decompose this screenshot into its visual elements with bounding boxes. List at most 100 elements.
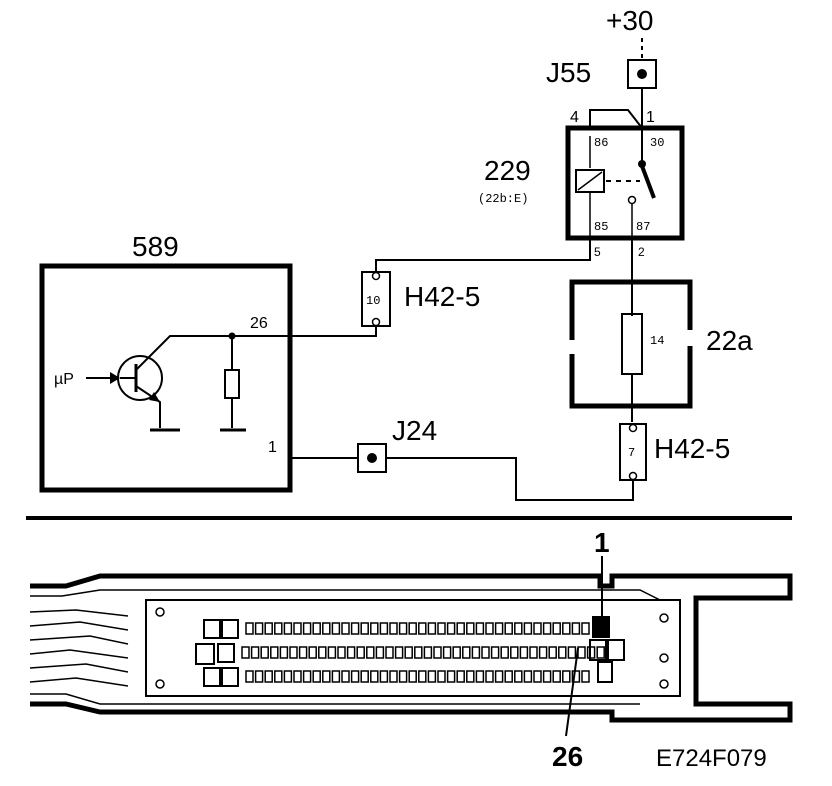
connector-pin-small — [462, 646, 471, 659]
connector-pin-small — [308, 646, 317, 659]
connector-pin-small — [260, 646, 269, 659]
connector-pin-small — [567, 646, 577, 659]
connector-pin-small — [312, 622, 321, 635]
connector-inner-frame — [145, 599, 681, 697]
relay-pin-85: 85 — [594, 220, 608, 234]
connector-pin-small — [360, 670, 369, 683]
ecu-pin-1: 1 — [268, 439, 277, 456]
connector-pin-small — [481, 646, 490, 659]
fuse-number: 14 — [650, 334, 664, 348]
connector-pin-small — [475, 670, 485, 683]
connector-pin-small — [398, 670, 408, 683]
connector-pin-small — [446, 622, 456, 635]
connector-pin-small — [418, 622, 427, 635]
connector-pin-large — [221, 667, 239, 687]
wire-bundle — [29, 609, 129, 687]
connector-pin-small — [452, 646, 461, 659]
transistor-symbol — [117, 355, 163, 401]
connector-pin-small — [494, 670, 504, 683]
connector-pin-small — [341, 622, 350, 635]
connector-pin-small — [302, 622, 312, 635]
connector-housing-outline — [30, 573, 793, 723]
connector-pin-small — [366, 646, 375, 659]
connector-h42-bottom-id: H42-5 — [654, 433, 730, 464]
relay-pin-1: 1 — [646, 109, 655, 126]
connector-pin-small — [408, 670, 417, 683]
fuse-box-id: 22a — [706, 325, 753, 356]
connector-pin-small — [375, 646, 385, 659]
connector-pin-small — [264, 622, 273, 635]
connector-screw-tr — [659, 613, 669, 623]
connector-pin-small — [514, 670, 523, 683]
connector-pin-small — [533, 622, 542, 635]
wire-j24-h42 — [386, 457, 634, 501]
connector-pin-small — [446, 670, 456, 683]
connector-pin-small — [370, 670, 379, 683]
connector-pin-small — [442, 646, 452, 659]
transistor-collector — [135, 335, 232, 371]
connector-screw-br — [659, 679, 669, 689]
connector-pin-small — [485, 670, 494, 683]
relay-switch-blade — [640, 165, 656, 199]
connector-pin-small — [519, 646, 529, 659]
connector-key-3 — [597, 661, 613, 683]
ecu-id: 589 — [132, 231, 179, 262]
resistor — [224, 369, 240, 399]
connector-pin-small — [471, 646, 481, 659]
ecu-589-box — [39, 263, 293, 493]
connector-pin-small — [356, 646, 365, 659]
connector-h42-top-out — [371, 317, 381, 327]
connector-pin-small — [533, 670, 542, 683]
connector-pin-small — [414, 646, 423, 659]
connector-pin-small — [312, 670, 321, 683]
connector-pin-small — [456, 670, 465, 683]
connector-pin-small — [437, 622, 446, 635]
connector-pin-large — [203, 619, 221, 639]
connector-pin-small — [293, 670, 302, 683]
ecu-input-label: µP — [54, 371, 74, 388]
connector-pin-small — [298, 646, 308, 659]
connector-pin-large — [221, 619, 239, 639]
relay-pin-2: 2 — [638, 245, 645, 259]
figure-code: E724F079 — [656, 745, 767, 772]
connector-pin-small — [510, 646, 519, 659]
connector-pin-small — [581, 670, 590, 683]
ecu-connector-view — [29, 556, 793, 737]
connector-h42-top-id: H42-5 — [404, 281, 480, 312]
connector-pin-small — [552, 670, 561, 683]
connector-pin-small — [254, 670, 264, 683]
transistor-emitter-arrow-icon — [149, 392, 160, 402]
connector-end-left — [195, 643, 215, 665]
relay-229-box — [565, 125, 685, 241]
connector-pin-small — [485, 622, 494, 635]
connector-pin-small — [241, 646, 250, 659]
connector-pin-small — [475, 622, 485, 635]
connector-pin-small — [398, 622, 408, 635]
connector-pin-small — [389, 670, 398, 683]
pointer-pin-26 — [565, 647, 579, 737]
connector-pin-1 — [592, 616, 610, 638]
pin-1-callout: 1 — [594, 527, 610, 558]
j55-label: J55 — [546, 57, 591, 88]
connector-pin-small — [270, 646, 279, 659]
connector-pin-small — [542, 670, 552, 683]
relay-id: 229 — [484, 155, 531, 186]
connector-pin-small — [504, 670, 513, 683]
connector-pin-small — [586, 646, 596, 659]
connector-pin-small — [331, 670, 341, 683]
connector-key-1 — [589, 639, 607, 661]
relay-pin-87: 87 — [636, 220, 650, 234]
connector-pin-small — [558, 646, 567, 659]
j55-terminal-dot — [637, 69, 647, 79]
connector-pin-small — [466, 670, 475, 683]
connector-pin-small — [360, 622, 369, 635]
connector-pin-small — [408, 622, 417, 635]
connector-pin-small — [504, 622, 513, 635]
connector-pin-small — [322, 622, 331, 635]
connector-pin-small — [245, 622, 254, 635]
connector-pin-small — [529, 646, 538, 659]
connector-pin-small — [523, 670, 533, 683]
relay-sub-label: (22b:E) — [478, 192, 528, 206]
connector-screw-tl — [155, 607, 165, 617]
